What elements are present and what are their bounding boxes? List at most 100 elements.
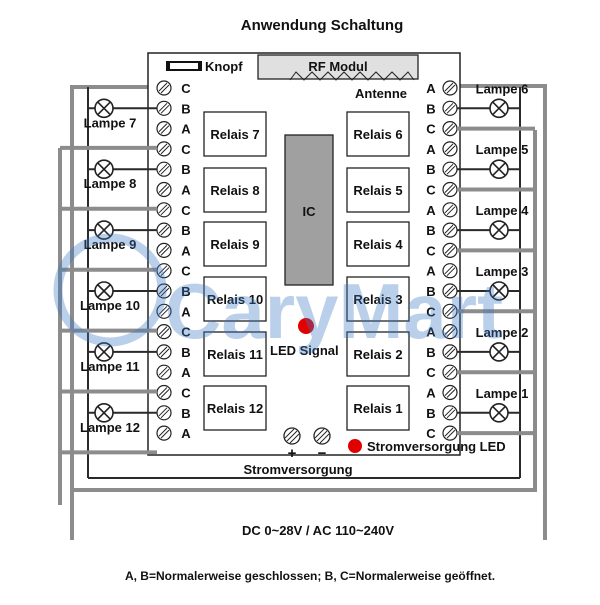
watermark-logo-icon bbox=[53, 233, 167, 347]
relay-left-5: Relais 11 bbox=[203, 331, 267, 377]
lamp-label: Lampe 2 bbox=[476, 325, 529, 340]
terminal-right-10: A bbox=[426, 263, 458, 279]
power-led-icon bbox=[348, 439, 362, 453]
terminal-left-18: A bbox=[156, 425, 191, 441]
relay-label: Relais 8 bbox=[210, 183, 259, 198]
relay-left-2: Relais 8 bbox=[203, 167, 267, 213]
lamp-label: Lampe 6 bbox=[476, 81, 529, 96]
lamps-left: Lampe 7 Lampe 8 Lampe 9 Lampe 10 Lampe 11 Lam… bbox=[60, 98, 157, 455]
terminal-left-6: A bbox=[156, 181, 191, 198]
lamp-left-2: Lampe 8 bbox=[60, 159, 157, 211]
lamp-left-5: Lampe 11 bbox=[60, 342, 157, 394]
terminal-letter: A bbox=[426, 81, 436, 96]
diagram-title: Anwendung Schaltung bbox=[241, 17, 404, 34]
terminal-left-15: A bbox=[156, 364, 191, 380]
power-label: Stromversorgung bbox=[243, 462, 352, 477]
antenna-label: Antenne bbox=[355, 86, 407, 101]
terminal-left-1: C bbox=[156, 80, 191, 96]
rf-module bbox=[257, 54, 419, 80]
lamp-left-4: Lampe 10 bbox=[60, 281, 157, 333]
lamp-label: Lampe 10 bbox=[80, 298, 140, 313]
terminal-letter: C bbox=[181, 386, 191, 401]
relay-label: Relais 6 bbox=[353, 127, 402, 142]
terminal-letter: C bbox=[181, 142, 191, 157]
lamp-icon bbox=[489, 220, 509, 240]
terminal-letter: A bbox=[426, 325, 436, 340]
terminal-letter: C bbox=[181, 81, 191, 96]
lamp-icon bbox=[94, 402, 114, 423]
terminal-left-9: A bbox=[156, 242, 191, 258]
lamp-label: Lampe 9 bbox=[84, 237, 137, 252]
terminal-right-6: C bbox=[426, 181, 458, 198]
terminal-left-12: A bbox=[156, 303, 191, 319]
terminal-letter: B bbox=[181, 223, 190, 238]
terminal-letter: C bbox=[426, 426, 436, 441]
relay-label: Relais 10 bbox=[207, 292, 263, 307]
terminal-right-13: A bbox=[426, 324, 458, 340]
terminal-letter: B bbox=[426, 406, 435, 421]
terminal-letter: B bbox=[181, 284, 190, 299]
terminal-letter: A bbox=[181, 183, 191, 198]
relay-label: Relais 9 bbox=[210, 237, 259, 252]
terminal-letter: B bbox=[181, 345, 190, 360]
lamp-right-6: Lampe 1 bbox=[457, 386, 535, 436]
terminal-left-13: C bbox=[156, 324, 191, 340]
ic-chip bbox=[284, 134, 334, 286]
terminal-letter: A bbox=[426, 203, 436, 218]
power-terminal-minus bbox=[313, 427, 331, 445]
terminal-right-1: A bbox=[426, 80, 458, 96]
minus-sign: − bbox=[318, 445, 327, 462]
terminal-letter: B bbox=[181, 162, 190, 177]
antenna-icon bbox=[289, 71, 415, 81]
lamp-icon bbox=[94, 281, 114, 301]
lamp-icon bbox=[489, 159, 509, 179]
relay-left-1: Relais 7 bbox=[203, 111, 267, 157]
terminal-right-12: C bbox=[426, 303, 458, 319]
lamp-left-3: Lampe 9 bbox=[60, 220, 157, 272]
terminal-right-14: B bbox=[426, 344, 458, 360]
lamp-right-4: Lampe 3 bbox=[457, 264, 535, 314]
lamp-label: Lampe 5 bbox=[476, 142, 529, 157]
terminal-letter: B bbox=[181, 101, 190, 116]
terminal-letter: A bbox=[181, 365, 191, 380]
terminal-letter: C bbox=[426, 365, 436, 380]
lamp-icon bbox=[94, 220, 114, 240]
terminal-letter: C bbox=[426, 243, 436, 258]
plus-sign: + bbox=[288, 445, 297, 462]
relay-left-6: Relais 12 bbox=[203, 385, 267, 431]
lamp-icon bbox=[489, 281, 509, 301]
power-led-label: Stromversorgung LED bbox=[367, 439, 506, 454]
terminal-letter: C bbox=[181, 203, 191, 218]
relay-label: Relais 5 bbox=[353, 183, 402, 198]
led-signal-label: LED Signal bbox=[270, 343, 339, 358]
lamp-icon bbox=[94, 342, 114, 362]
lamp-right-3: Lampe 4 bbox=[457, 203, 535, 253]
terminal-letter: B bbox=[426, 284, 435, 299]
lamp-icon bbox=[489, 98, 509, 119]
terminal-letter: A bbox=[181, 426, 191, 441]
relay-right-4: Relais 3 bbox=[346, 276, 410, 322]
lamp-left-6: Lampe 12 bbox=[60, 402, 157, 455]
button-label: Knopf bbox=[205, 59, 243, 74]
relay-right-1: Relais 6 bbox=[346, 111, 410, 157]
terminal-right-16: A bbox=[426, 384, 458, 401]
relay-left-3: Relais 9 bbox=[203, 221, 267, 267]
relay-label: Relais 1 bbox=[353, 401, 402, 416]
watermark: CaryMart bbox=[53, 233, 503, 355]
terminal-letter: C bbox=[426, 183, 436, 198]
terminal-letter: A bbox=[181, 304, 191, 319]
terminal-letter: A bbox=[181, 122, 191, 137]
relay-label: Relais 2 bbox=[353, 347, 402, 362]
terminal-letter: C bbox=[181, 264, 191, 279]
terminal-letter: B bbox=[426, 162, 435, 177]
lamp-icon bbox=[94, 98, 114, 119]
supply-voltage-label: DC 0~28V / AC 110~240V bbox=[242, 523, 394, 538]
lamp-label: Lampe 11 bbox=[80, 359, 139, 374]
terminal-letter: B bbox=[426, 101, 435, 116]
lamp-left-1: Lampe 7 bbox=[60, 98, 157, 150]
footnote: A, B=Normalerweise geschlossen; B, C=Nor… bbox=[125, 569, 495, 583]
